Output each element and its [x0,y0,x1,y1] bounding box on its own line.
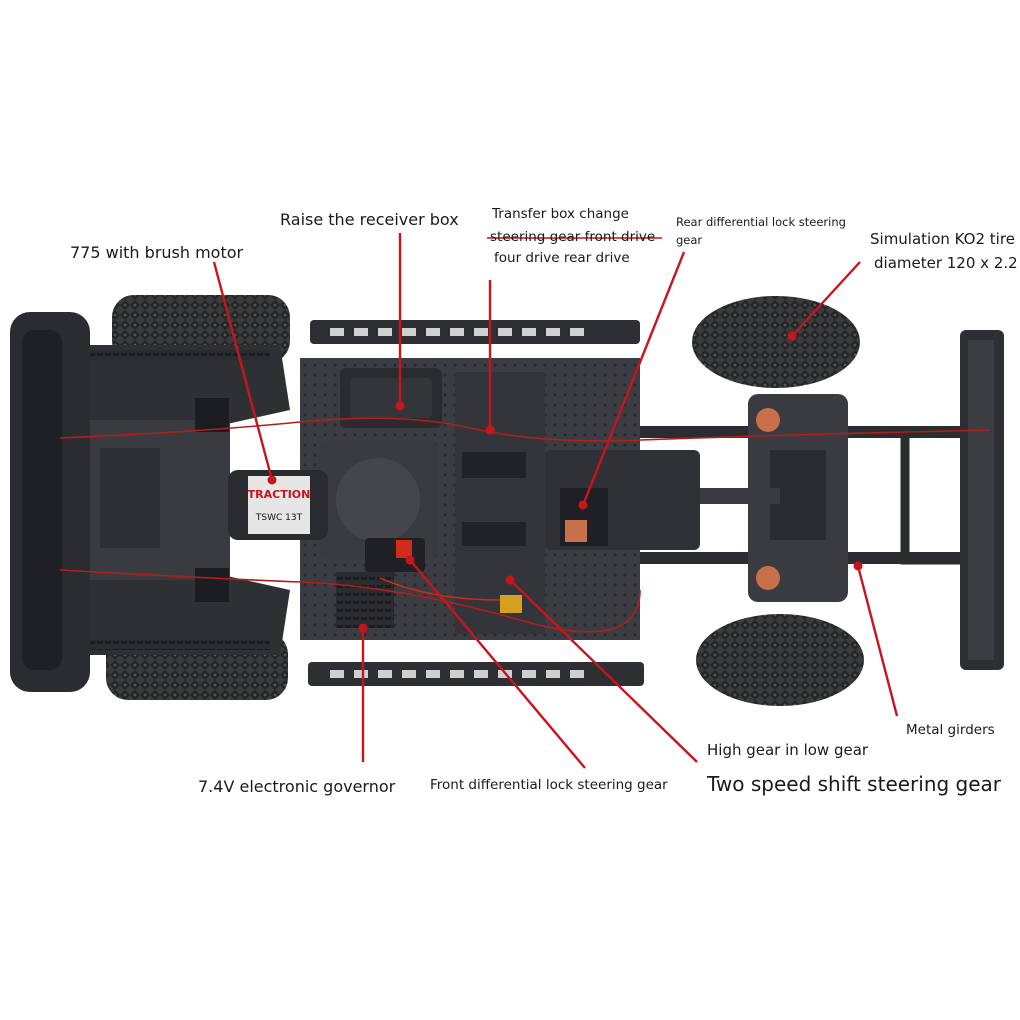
leader-motor [212,261,274,481]
label-tire-line2: diameter 120 x 2.2 [874,254,1018,272]
motor-brand-text: TRACTION [248,488,311,501]
label-front-diff: Front differential lock steering gear [430,777,668,793]
label-transfer-box-line1: Transfer box change [492,206,629,222]
leader-lines [212,233,899,769]
label-tire-line1: Simulation KO2 tire [870,230,1015,248]
wiring [59,417,991,633]
electronic-governor [336,572,394,628]
leader-rear-diff [581,251,686,506]
rear-left-tire [692,296,860,388]
label-governor: 7.4V electronic governor [198,777,396,796]
front-body [10,312,290,692]
label-metal-girders: Metal girders [906,722,995,738]
rear-spring-bottom [756,566,780,590]
label-transfer-box-line3: four drive rear drive [494,250,630,266]
rear-spring-top [756,408,780,432]
battery-tray [455,372,545,634]
label-two-speed: Two speed shift steering gear [707,772,1002,796]
label-rear-diff-line2: gear [676,233,703,247]
label-high-low-gear: High gear in low gear [707,741,869,759]
leader-metal-girders [856,565,899,717]
label-motor: 775 with brush motor [70,243,244,262]
side-steps [308,320,644,686]
receiver-box [340,368,442,428]
leader-tire [791,261,861,337]
leader-high-low-gear [509,579,698,763]
rear-right-tire [696,614,864,706]
label-rear-diff-line1: Rear differential lock steering [676,215,846,229]
motor-model-text: TSWC 13T [255,513,303,523]
label-transfer-box-line2: steering gear front drive [490,229,656,245]
leader-front-diff [409,559,586,769]
label-receiver-box: Raise the receiver box [280,210,459,229]
chassis-frame [520,330,1004,670]
